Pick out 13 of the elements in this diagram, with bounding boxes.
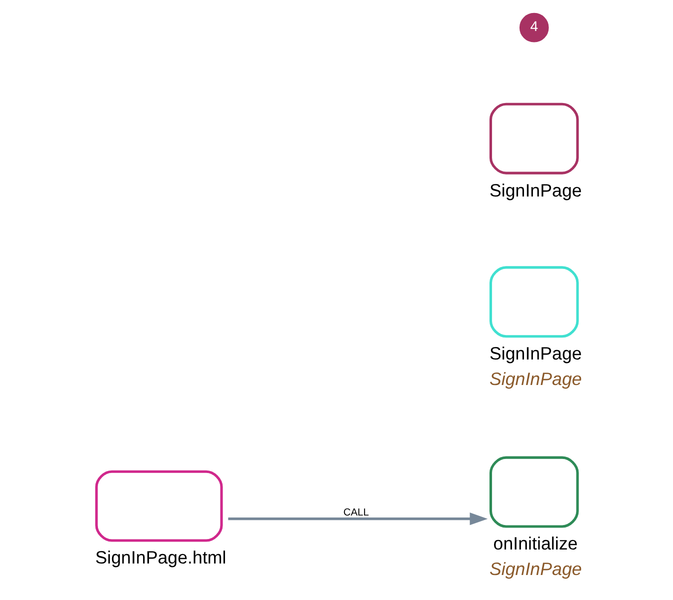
edge-label: CALL <box>342 508 368 519</box>
node-label: SignInPage.html <box>94 548 226 568</box>
node-box <box>94 470 222 542</box>
label: 4 <box>530 18 538 34</box>
arrow <box>228 512 488 526</box>
node-label: SignInPage <box>488 180 582 200</box>
node-box <box>488 456 578 528</box>
node-label: onInitialize <box>492 534 578 554</box>
node-label: SignInPage <box>488 344 582 364</box>
node-box <box>488 102 578 174</box>
node-label: SignInPage <box>488 369 582 390</box>
node-box <box>488 266 578 338</box>
node-label: SignInPage <box>488 559 582 580</box>
